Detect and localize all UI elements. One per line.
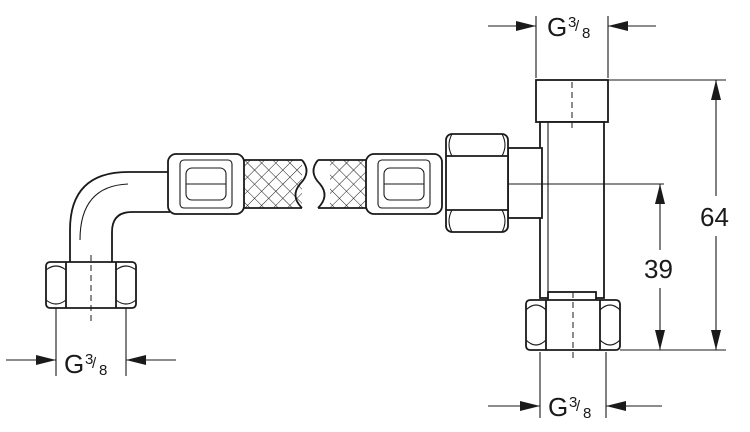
left-thread-label-den: 8 — [99, 362, 107, 379]
dimension-height-39: 39 — [644, 184, 673, 350]
dimension-left-thread: G 3 / 8 — [6, 349, 176, 379]
middle-hex-nut — [445, 133, 664, 233]
extension-lines — [55, 16, 726, 418]
left-thread-label-slash: / — [92, 355, 97, 372]
bottom-thread-label-den: 8 — [583, 405, 591, 422]
bottom-thread-label-slash: / — [576, 398, 581, 415]
bottom-thread-label-num: 3 — [569, 394, 577, 411]
height-64-label: 64 — [700, 202, 729, 232]
bottom-hex-nut — [525, 291, 621, 358]
bottom-thread-label-main: G — [548, 392, 568, 422]
top-thread-label-num: 3 — [568, 14, 576, 31]
dimension-bottom-thread: G 3 / 8 — [488, 392, 662, 422]
left-thread-label-num: 3 — [85, 351, 93, 368]
braided-hose-right — [312, 159, 368, 209]
top-thread-label-main: G — [547, 12, 567, 42]
dimension-height-64: 64 — [700, 80, 729, 350]
braided-hose-left — [244, 159, 308, 209]
height-39-label: 39 — [644, 254, 673, 284]
top-thread-label-den: 8 — [582, 25, 590, 42]
left-thread-label-main: G — [64, 349, 84, 379]
top-thread-label-slash: / — [575, 18, 580, 35]
dimension-top-thread: G 3 / 8 — [488, 12, 656, 42]
left-elbow-hose — [69, 171, 170, 262]
right-ferrule — [365, 153, 443, 215]
left-ferrule — [167, 153, 245, 215]
left-hex-nut — [45, 255, 137, 322]
tee-fitting-body — [507, 79, 609, 299]
